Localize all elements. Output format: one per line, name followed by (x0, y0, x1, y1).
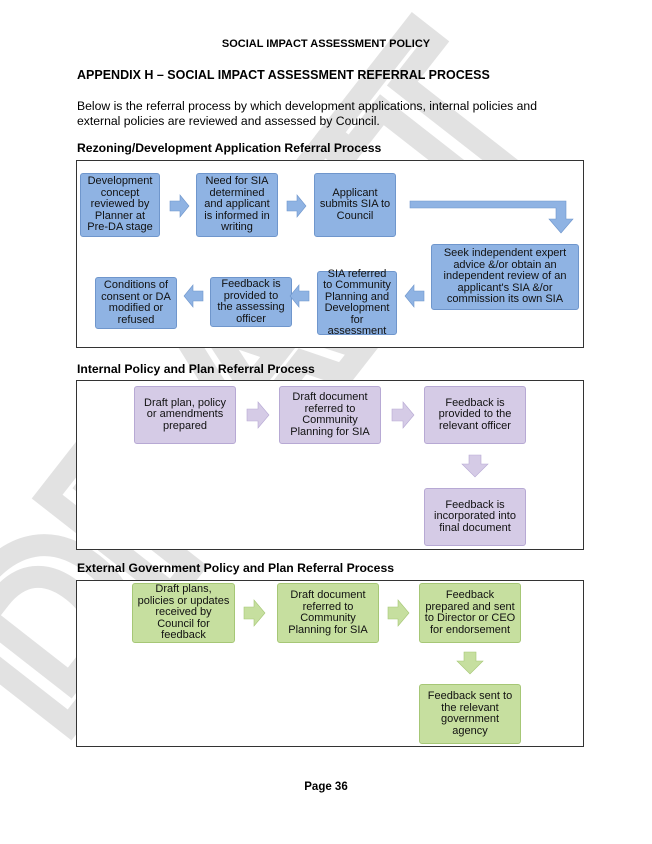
external-diagram: Draft plans, policies or updates receive… (76, 580, 584, 747)
appendix-title: APPENDIX H – SOCIAL IMPACT ASSESSMENT RE… (77, 68, 490, 82)
arrow-right-icon (387, 599, 410, 627)
rezoning-diagram: Development concept reviewed by Planner … (76, 160, 584, 348)
flow-step-4: Seek independent expert advice &/or obta… (431, 244, 579, 310)
flow-step-3: Feedback is provided to the relevant off… (424, 386, 526, 444)
page-number: Page 36 (304, 781, 348, 793)
flow-step-4: Feedback is incorporated into final docu… (424, 488, 526, 546)
document-header: SOCIAL IMPACT ASSESSMENT POLICY (221, 38, 431, 50)
arrow-right-icon (169, 194, 190, 218)
flow-step-2: Draft document referred to Community Pla… (279, 386, 381, 444)
arrow-right-icon (246, 401, 270, 429)
flow-step-1: Development concept reviewed by Planner … (80, 173, 160, 237)
flow-step-7: Conditions of consent or DA modified or … (95, 277, 177, 329)
internal-heading: Internal Policy and Plan Referral Proces… (77, 362, 315, 376)
internal-diagram: Draft plan, policy or amendments prepare… (76, 380, 584, 550)
external-heading: External Government Policy and Plan Refe… (77, 561, 394, 575)
flow-step-2: Draft document referred to Community Pla… (277, 583, 379, 643)
arrow-down-icon (461, 454, 489, 478)
flow-step-3: Feedback prepared and sent to Director o… (419, 583, 521, 643)
internal-arrows (246, 401, 489, 478)
arrow-bend-down-icon (409, 200, 574, 234)
rezoning-arrows (169, 194, 574, 308)
flow-step-6: Feedback is provided to the assessing of… (210, 277, 292, 327)
arrow-left-icon (404, 284, 425, 308)
arrow-left-icon (183, 284, 204, 308)
flow-step-1: Draft plans, policies or updates receive… (132, 583, 235, 643)
flow-step-3: Applicant submits SIA to Council (314, 173, 396, 237)
external-arrows (243, 599, 484, 675)
arrow-right-icon (243, 599, 266, 627)
flow-step-4: Feedback sent to the relevant government… (419, 684, 521, 744)
flow-step-1: Draft plan, policy or amendments prepare… (134, 386, 236, 444)
arrow-right-icon (286, 194, 307, 218)
arrow-right-icon (391, 401, 415, 429)
rezoning-heading: Rezoning/Development Application Referra… (77, 141, 382, 155)
intro-paragraph: Below is the referral process by which d… (77, 99, 537, 128)
flow-step-2: Need for SIA determined and applicant is… (196, 173, 278, 237)
arrow-down-icon (456, 651, 484, 675)
arrow-left-icon (289, 284, 310, 308)
flow-step-5: SIA referred to Community Planning and D… (317, 268, 397, 337)
